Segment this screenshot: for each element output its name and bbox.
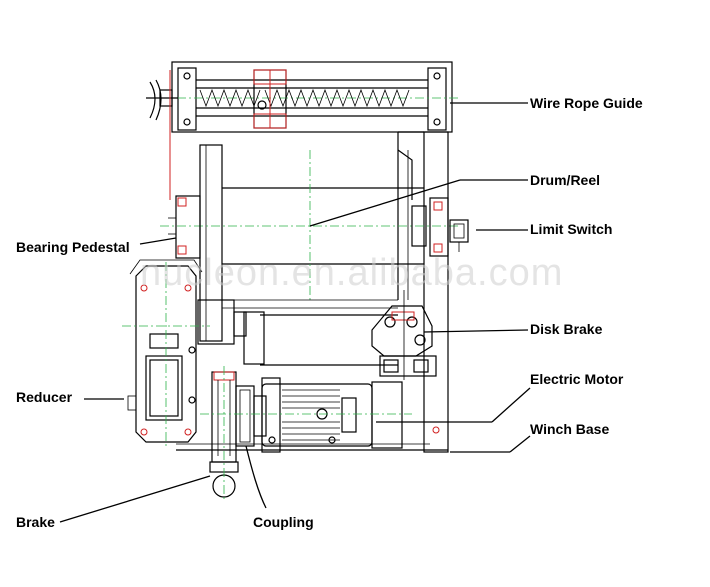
label-disk-brake: Disk Brake <box>530 321 603 337</box>
frame <box>176 131 449 453</box>
label-reducer: Reducer <box>16 389 73 405</box>
coupling-body <box>235 385 267 447</box>
label-wire-rope-guide: Wire Rope Guide <box>530 95 643 111</box>
electric-motor-body <box>200 377 412 453</box>
label-drum-reel: Drum/Reel <box>530 172 601 188</box>
label-coupling: Coupling <box>253 514 314 530</box>
handwheel <box>146 79 178 121</box>
leader-lines <box>59 102 531 523</box>
limit-switch-body <box>449 219 469 252</box>
label-bearing-pedestal: Bearing Pedestal <box>16 239 130 255</box>
drum <box>160 144 460 345</box>
lead-screw <box>199 88 410 108</box>
brake-body <box>209 366 239 500</box>
reducer-body <box>122 259 210 448</box>
wire-rope-guide-assembly <box>146 61 460 133</box>
watermark: nucleon.en.alibaba.com <box>140 252 564 294</box>
label-winch-base: Winch Base <box>530 421 610 437</box>
label-electric-motor: Electric Motor <box>530 371 624 387</box>
label-brake: Brake <box>16 514 55 530</box>
disk-brake-body <box>371 290 437 380</box>
right-bearing <box>411 197 449 257</box>
label-limit-switch: Limit Switch <box>530 221 613 237</box>
bearing-pedestal <box>168 70 201 259</box>
